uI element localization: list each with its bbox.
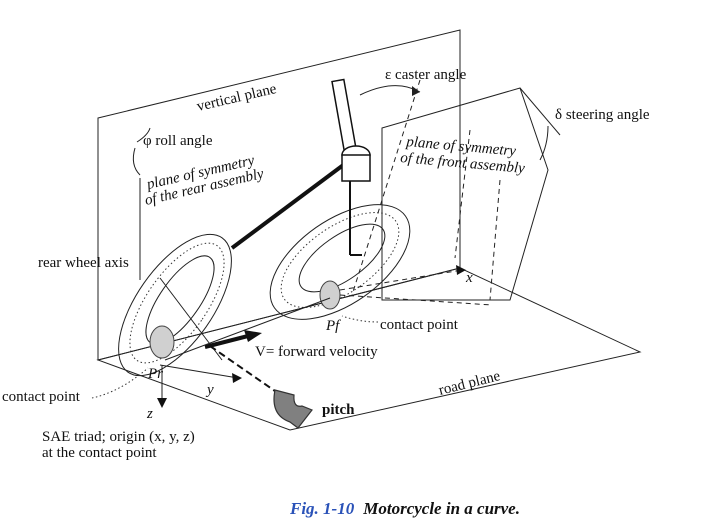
rear-contact-patch	[149, 325, 175, 359]
caption-text: Motorcycle in a curve.	[362, 499, 520, 518]
x-axis-label: x	[465, 270, 473, 286]
steering-angle-label: δ steering angle	[555, 107, 650, 123]
frame-main	[230, 158, 352, 250]
rear-wheel-outer	[118, 233, 232, 377]
steering-plane-edge	[519, 87, 561, 136]
front-wheel-outer	[269, 204, 411, 320]
vertical-plane-label: vertical plane	[195, 81, 278, 115]
rear-front-contact-line	[164, 297, 331, 361]
pitch-arrow-icon	[273, 389, 313, 429]
y-axis-label: y	[205, 382, 214, 398]
caption-number: Fig. 1-10	[289, 499, 355, 518]
z-axis-label: z	[146, 406, 153, 422]
z-axis-arrow	[157, 398, 167, 408]
front-contact-point-label: contact point	[380, 317, 459, 333]
pf-label: Pf	[325, 318, 341, 334]
handlebar	[331, 78, 357, 152]
pitch-label: pitch	[322, 402, 355, 418]
roll-angle-label: φ roll angle	[143, 133, 213, 149]
rear-wheel-inner	[145, 255, 215, 345]
figure-caption: Fig. 1-10 Motorcycle in a curve.	[289, 499, 520, 518]
sae-triad-label-1: SAE triad; origin (x, y, z)	[42, 429, 195, 445]
front-ground-dash	[339, 294, 493, 306]
sae-triad-label-2: at the contact point	[42, 445, 157, 461]
front-plane-dash-1	[454, 129, 471, 259]
steering-axis	[351, 79, 421, 296]
steering-column	[341, 154, 371, 182]
roll-angle-leader	[136, 127, 151, 143]
forward-velocity-label: V= forward velocity	[255, 344, 378, 360]
pitch-axis	[209, 345, 286, 399]
front-plane-dash-2	[489, 179, 501, 301]
caster-angle-arc	[359, 85, 421, 96]
roll-angle-arc	[132, 147, 141, 176]
rear-contact-point-label: contact point	[2, 389, 81, 405]
velocity-arrow-head	[244, 330, 262, 342]
front-contact-patch	[319, 280, 341, 310]
caster-angle-label: ε caster angle	[385, 67, 467, 83]
velocity-arrow-shaft	[204, 334, 249, 349]
steering-angle-leader	[539, 125, 549, 161]
x-axis-line	[339, 269, 463, 291]
road-plane-label: road plane	[437, 368, 502, 399]
pr-label: Pr	[147, 366, 163, 382]
rear-wheel-dotted	[129, 242, 225, 364]
front-contact-leader	[341, 315, 379, 323]
rear-contact-leader	[91, 367, 149, 399]
y-axis-line	[159, 364, 239, 379]
front-steering-plane	[381, 87, 549, 301]
x-axis-arrow	[456, 265, 466, 275]
y-axis-arrow	[232, 373, 242, 383]
rear-wheel-axis-label: rear wheel axis	[38, 255, 129, 271]
front-wheel-inner	[298, 223, 386, 293]
